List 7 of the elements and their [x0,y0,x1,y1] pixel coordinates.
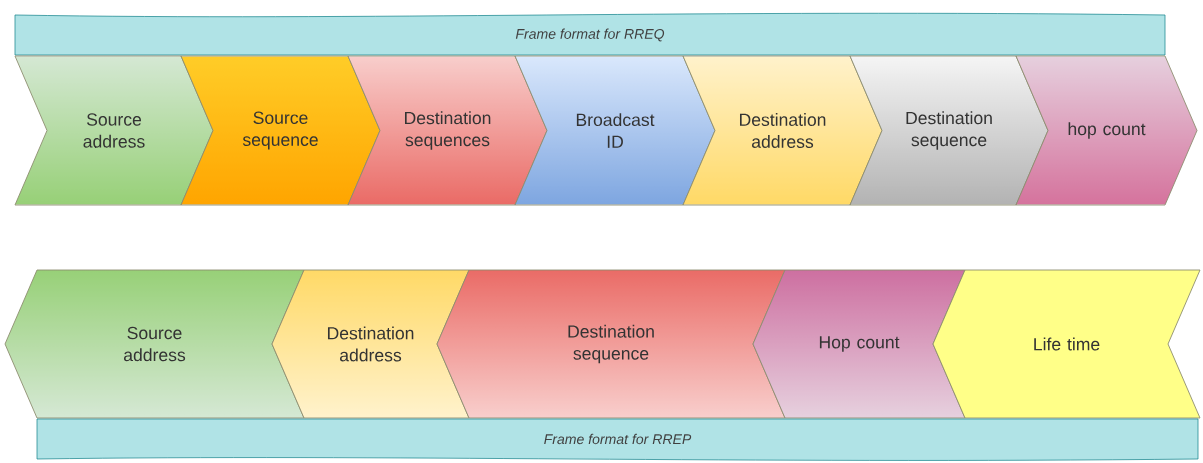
band: Frame format for RREQ [14,12,1166,56]
field-box: Life time [932,269,1201,419]
band: Frame format for RREP [36,418,1199,461]
field-box: hop count [1015,55,1198,206]
field-box: Destination sequence [436,269,786,419]
field-box: Source address [14,55,214,206]
field-box: Source address [4,269,305,419]
